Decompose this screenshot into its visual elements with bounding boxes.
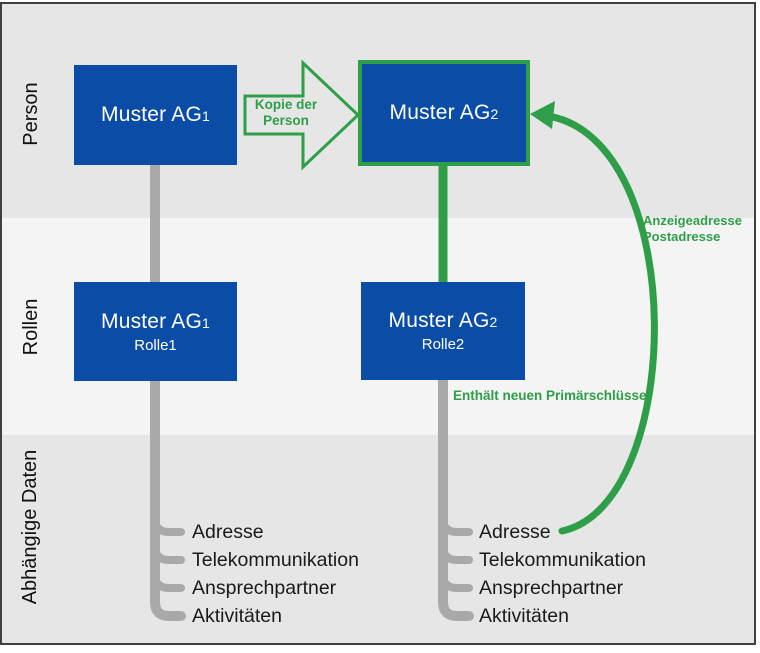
box-title-subscript: 2 [489,314,498,330]
box-title-subscript: 1 [202,314,210,331]
dependent-item-ansprechpartner-right: Ansprechpartner [479,577,624,599]
dependent-item-telekommunikation-left: Telekommunikation [192,549,359,571]
box-title-text: Muster AG [388,309,490,332]
copy-arrow-label-line1: Kopie der [254,97,318,112]
dependent-item-adresse-left: Adresse [192,521,264,543]
box-role-label: Rolle2 [421,336,465,353]
box-title: Muster AG1 [101,103,210,127]
dependent-item-adresse-right: Adresse [479,521,551,543]
box-muster-ag2-rolle2: Muster AG2 Rolle2 [361,282,525,380]
box-title-subscript: 2 [490,106,499,122]
box-muster-ag2-person: Muster AG2 [358,60,530,166]
box-title: Muster AG2 [389,309,498,333]
box-title-text: Muster AG [101,103,202,126]
address-note-line1: Anzeigeadresse [643,213,742,228]
box-role-label: Rolle1 [134,336,177,354]
address-note: Anzeigeadresse Postadresse [643,213,742,245]
dependent-item-telekommunikation-right: Telekommunikation [479,549,646,571]
copy-arrow-label-line2: Person [263,113,309,128]
address-note-line2: Postadresse [643,229,721,244]
box-muster-ag1-person: Muster AG1 [74,65,237,165]
primary-key-note: Enthält neuen Primärschlüssel [453,388,651,403]
dependent-item-aktivitaeten-right: Aktivitäten [479,605,569,627]
copy-arrow-label: Kopie der Person [241,97,331,129]
band-label-rollen: Rollen [20,298,42,356]
box-title-text: Muster AG [389,101,491,124]
band-label-dependent: Abhängige Daten [19,449,41,605]
box-muster-ag1-rolle1: Muster AG1 Rolle1 [74,282,237,381]
box-title: Muster AG2 [390,101,499,125]
dependent-item-ansprechpartner-left: Ansprechpartner [192,577,337,599]
box-title-text: Muster AG [101,309,202,333]
box-title-subscript: 1 [202,108,210,124]
box-title: Muster AG1 [101,310,210,334]
band-label-person: Person [20,82,42,146]
band-dependent [2,435,756,645]
dependent-item-aktivitaeten-left: Aktivitäten [192,605,282,627]
